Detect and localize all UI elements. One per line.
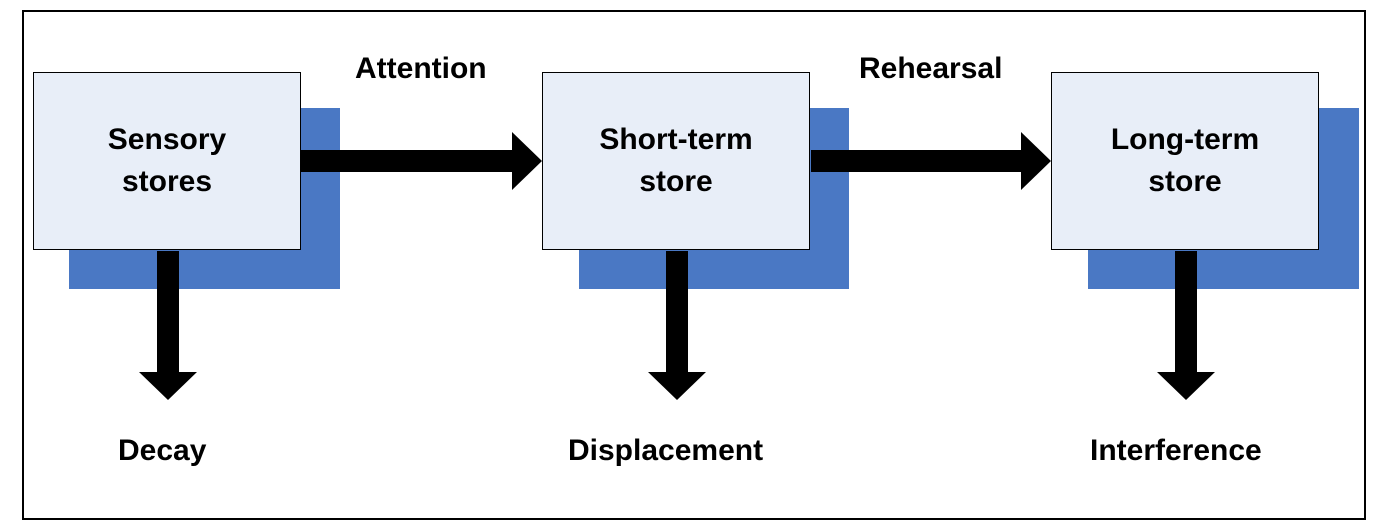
sensory-stores-line2: stores xyxy=(121,165,213,198)
rehearsal-label: Rehearsal xyxy=(859,52,1003,85)
long-term-store-box: Long-term store xyxy=(1051,72,1319,250)
rehearsal-arrow xyxy=(811,132,1051,190)
displacement-label: Displacement xyxy=(568,434,764,467)
short-term-store-line2: store xyxy=(639,165,713,198)
attention-label: Attention xyxy=(355,52,487,85)
attention-arrow xyxy=(301,132,542,190)
sensory-stores-line1: Sensory xyxy=(107,123,227,156)
long-term-store-line1: Long-term xyxy=(1110,123,1260,156)
decay-label: Decay xyxy=(118,434,207,467)
sensory-stores-box: Sensory stores xyxy=(33,72,301,250)
short-term-store-box: Short-term store xyxy=(542,72,810,250)
interference-label: Interference xyxy=(1090,434,1262,467)
interference-arrow xyxy=(1157,251,1215,400)
displacement-arrow xyxy=(648,251,706,400)
arrows-layer xyxy=(139,132,1215,400)
decay-arrow xyxy=(139,251,197,400)
long-term-store-line2: store xyxy=(1148,165,1222,198)
short-term-store-line1: Short-term xyxy=(599,123,753,156)
